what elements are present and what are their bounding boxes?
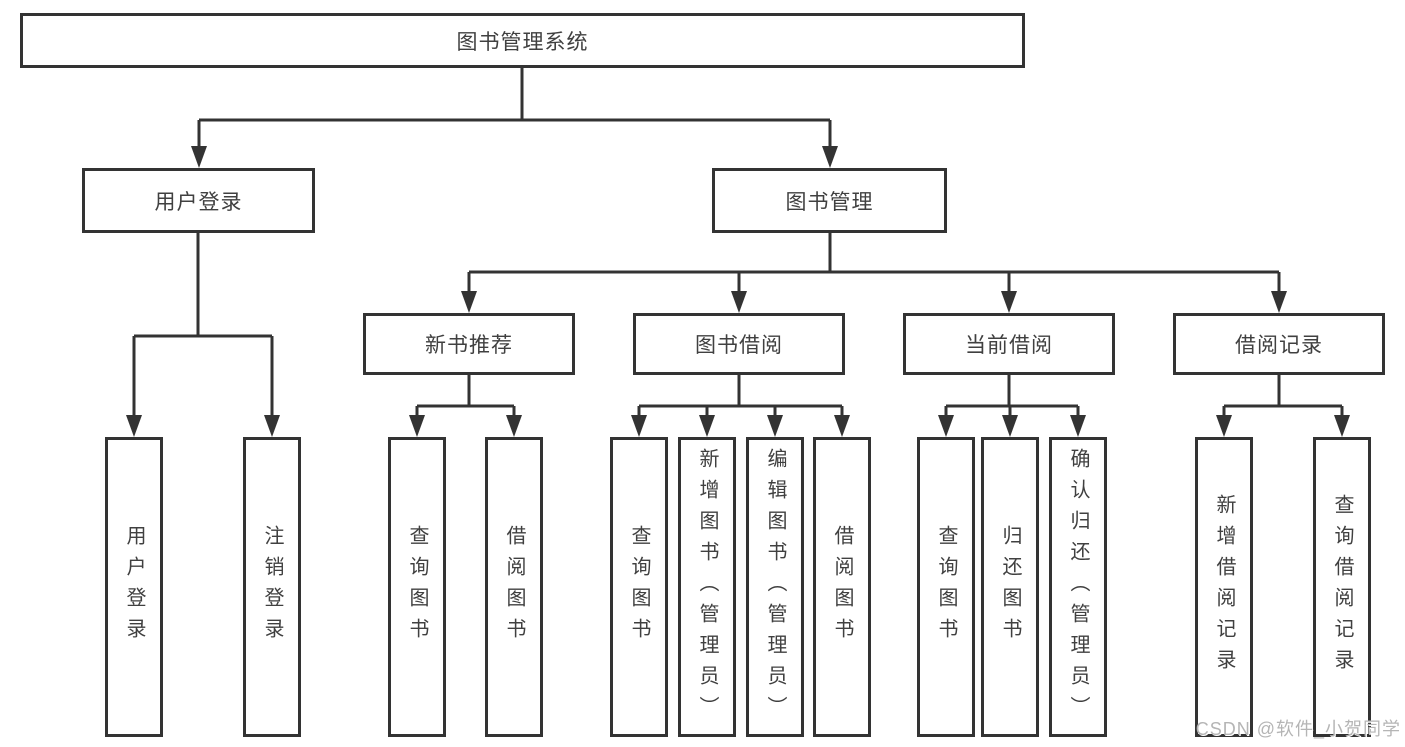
connector-root xyxy=(197,68,832,150)
leaf-edit-book-admin: 编辑图书（管理员） xyxy=(746,437,804,737)
node-new-book-recommend: 新书推荐 xyxy=(363,313,575,375)
csdn-watermark: CSDN @软件_小贺同学 xyxy=(1195,719,1401,739)
leaf-query-borrow-record: 查询借阅记录 xyxy=(1313,437,1371,737)
leaf-query-books-current: 查询图书 xyxy=(917,437,975,737)
connector-book-borrow xyxy=(637,375,844,420)
connector-current-borrow xyxy=(944,375,1080,420)
connector-book-management xyxy=(467,233,1281,296)
leaf-query-books-borrow: 查询图书 xyxy=(610,437,668,737)
connector-new-book-recommend xyxy=(415,375,516,420)
node-library-management-system: 图书管理系统 xyxy=(20,13,1025,68)
arrowheads xyxy=(126,146,1350,437)
leaf-query-books-recommend: 查询图书 xyxy=(388,437,446,737)
leaf-logout-login: 注销登录 xyxy=(243,437,301,737)
leaf-borrow-books-recommend: 借阅图书 xyxy=(485,437,543,737)
node-borrow-records: 借阅记录 xyxy=(1173,313,1385,375)
connector-user-login xyxy=(132,233,274,420)
leaf-confirm-return-admin: 确认归还（管理员） xyxy=(1049,437,1107,737)
leaf-add-borrow-record: 新增借阅记录 xyxy=(1195,437,1253,737)
leaf-add-book-admin: 新增图书（管理员） xyxy=(678,437,736,737)
node-book-borrow: 图书借阅 xyxy=(633,313,845,375)
node-book-management: 图书管理 xyxy=(712,168,947,233)
leaf-user-login: 用户登录 xyxy=(105,437,163,737)
node-user-login: 用户登录 xyxy=(82,168,315,233)
leaf-return-book: 归还图书 xyxy=(981,437,1039,737)
leaf-borrow-books-borrow: 借阅图书 xyxy=(813,437,871,737)
node-current-borrow: 当前借阅 xyxy=(903,313,1115,375)
connector-borrow-records xyxy=(1222,375,1344,420)
